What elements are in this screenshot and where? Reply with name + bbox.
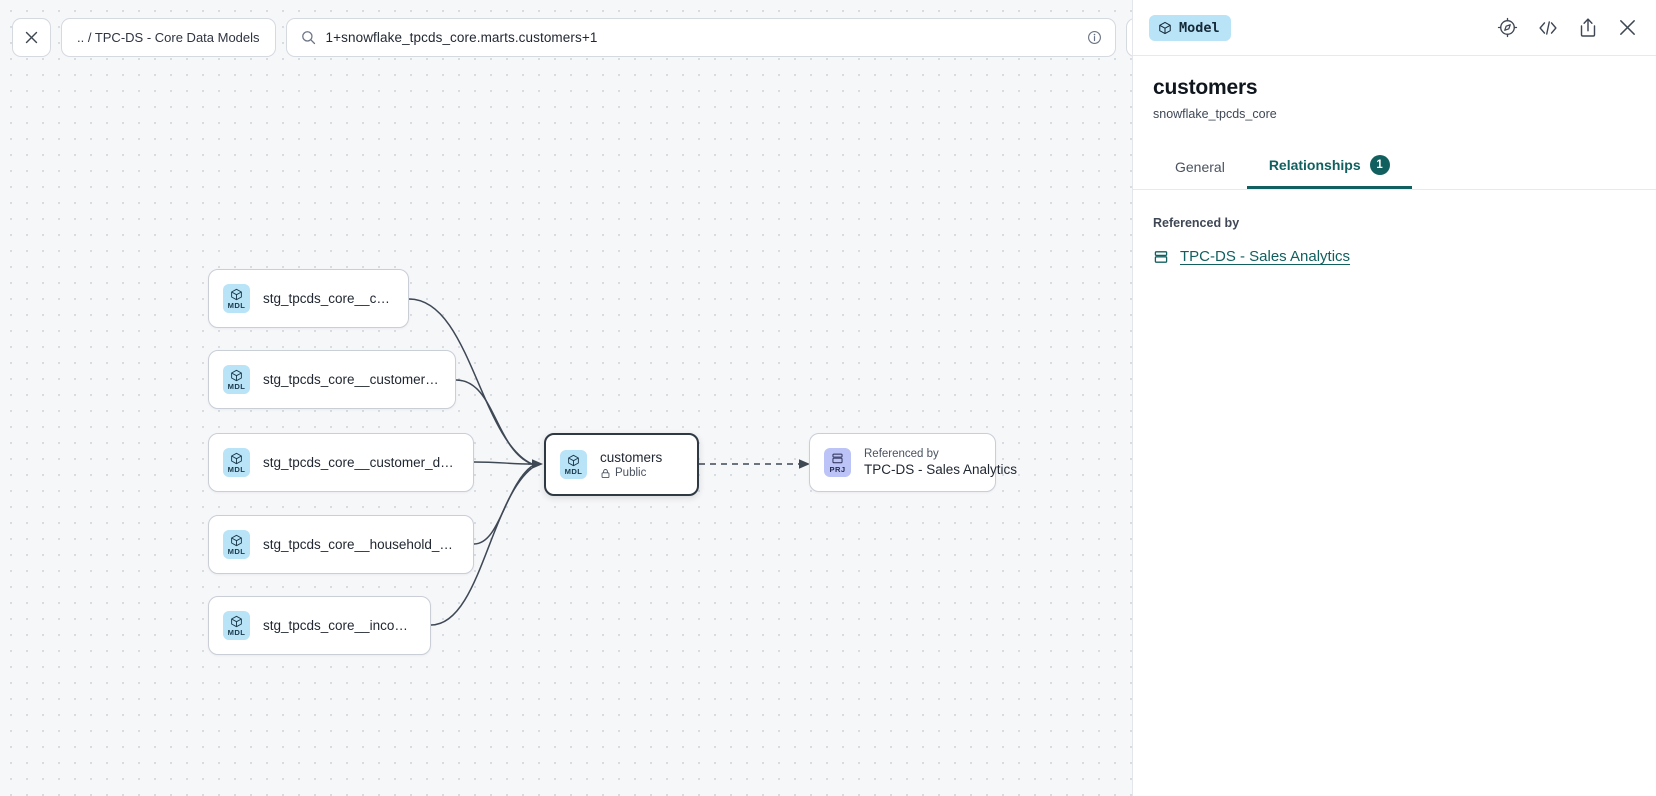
arrowhead-in <box>532 459 543 469</box>
panel-toolbar: Model <box>1133 0 1656 56</box>
status-badge: 1 <box>1369 155 1390 175</box>
tab-label: General <box>1175 159 1225 175</box>
lock-icon <box>601 468 610 478</box>
tab-relationships[interactable]: Relationships 1 <box>1246 145 1412 189</box>
node-body: Referenced by TPC-DS - Sales Analytics <box>864 448 1018 477</box>
cube-icon <box>231 534 242 546</box>
chip-label: MDL <box>227 546 246 556</box>
visibility-label: Public <box>615 467 647 479</box>
info-icon[interactable] <box>1087 30 1102 45</box>
lineage-canvas[interactable]: .. / TPC-DS - Core Data Models 1+snowfla… <box>0 0 1132 796</box>
list-item[interactable]: TPC-DS - Sales Analytics <box>1153 248 1636 265</box>
search-icon <box>301 30 316 45</box>
asset-type-badge[interactable]: Model <box>1149 14 1231 41</box>
model-chip-icon: MDL <box>223 611 250 640</box>
panel-actions <box>1497 17 1638 38</box>
model-chip-icon: MDL <box>223 448 250 477</box>
breadcrumb[interactable]: .. / TPC-DS - Core Data Models <box>61 18 276 57</box>
chip-label: PRJ <box>829 464 846 474</box>
cube-icon <box>231 452 242 464</box>
model-chip-icon: MDL <box>560 450 587 479</box>
node-kicker: Referenced by <box>864 448 939 460</box>
model-chip-icon: MDL <box>223 530 250 559</box>
project-icon <box>832 453 843 463</box>
close-icon <box>25 31 38 44</box>
lineage-search[interactable]: 1+snowflake_tpcds_core.marts.customers+1 <box>285 18 1116 57</box>
section-label: Referenced by <box>1153 216 1240 230</box>
node-title: TPC-DS - Sales Analytics <box>864 462 1018 477</box>
graph-node-upstream-0[interactable]: MDL stg_tpcds_core__customer <box>208 269 409 328</box>
graph-node-downstream-project[interactable]: PRJ Referenced by TPC-DS - Sales Analyti… <box>809 433 1018 492</box>
refresh-button[interactable] <box>1125 18 1132 57</box>
relationships-body: Referenced by TPC-DS - Sales Analytics <box>1133 190 1656 265</box>
project-chip-icon: PRJ <box>824 448 851 477</box>
close-lineage-button[interactable] <box>12 18 51 57</box>
cube-icon <box>231 288 242 300</box>
graph-node-upstream-3[interactable]: MDL stg_tpcds_core__household_demogr… <box>208 515 474 574</box>
model-chip-icon: MDL <box>223 365 250 394</box>
lineage-edges <box>408 298 810 626</box>
cube-icon <box>1159 21 1171 34</box>
explore-icon[interactable] <box>1497 17 1518 38</box>
node-title: stg_tpcds_core__household_demogr… <box>263 537 459 552</box>
node-title: stg_tpcds_core__customer <box>263 291 394 306</box>
edge-household-demographics <box>473 465 533 545</box>
search-input[interactable]: 1+snowflake_tpcds_core.marts.customers+1 <box>325 30 598 45</box>
cube-icon <box>231 615 242 627</box>
close-panel-icon[interactable] <box>1617 17 1638 38</box>
node-title: stg_tpcds_core__customer_demogra… <box>263 455 459 470</box>
related-project-link[interactable]: TPC-DS - Sales Analytics <box>1180 248 1351 265</box>
cube-icon <box>231 369 242 381</box>
details-panel: Model <box>1132 0 1656 796</box>
page-title: customers <box>1153 76 1258 99</box>
node-body: customers Public <box>600 450 662 479</box>
chip-label: MDL <box>227 464 246 474</box>
panel-header: customers snowflake_tpcds_core <box>1133 56 1656 121</box>
project-icon <box>1153 249 1169 265</box>
cube-icon <box>568 454 579 466</box>
asset-type-label: Model <box>1179 19 1220 36</box>
panel-subtitle: snowflake_tpcds_core <box>1153 107 1277 121</box>
chip-label: MDL <box>227 627 246 637</box>
graph-node-upstream-1[interactable]: MDL stg_tpcds_core__customer_address <box>208 350 456 409</box>
node-visibility: Public <box>600 467 662 479</box>
chip-label: MDL <box>227 381 246 391</box>
node-title: customers <box>600 450 663 465</box>
tab-general[interactable]: General <box>1153 149 1247 189</box>
graph-node-upstream-4[interactable]: MDL stg_tpcds_core__income_band <box>208 596 431 655</box>
graph-node-upstream-2[interactable]: MDL stg_tpcds_core__customer_demogra… <box>208 433 474 492</box>
panel-tabs: General Relationships 1 <box>1133 145 1656 190</box>
share-icon[interactable] <box>1578 17 1598 38</box>
canvas-toolbar: .. / TPC-DS - Core Data Models 1+snowfla… <box>12 18 1132 57</box>
model-chip-icon: MDL <box>223 284 250 313</box>
edge-customer-demographics <box>473 461 533 465</box>
chip-label: MDL <box>227 300 246 310</box>
tab-label: Relationships <box>1268 157 1361 173</box>
graph-node-focus-customers[interactable]: MDL customers Public <box>544 433 699 496</box>
node-title: stg_tpcds_core__customer_address <box>263 372 441 387</box>
node-title: stg_tpcds_core__income_band <box>263 618 416 633</box>
chip-label: MDL <box>564 466 583 476</box>
code-icon[interactable] <box>1537 18 1559 38</box>
